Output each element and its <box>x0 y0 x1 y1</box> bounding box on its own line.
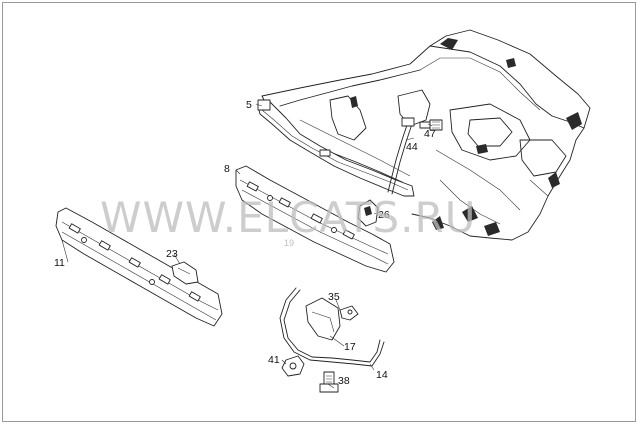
callout-11: 11 <box>54 257 65 269</box>
diagram-frame <box>2 2 636 422</box>
part-23-clip <box>171 261 199 285</box>
part-17-bracket <box>305 297 341 341</box>
part-47-bolt <box>419 119 443 131</box>
callout-23: 23 <box>166 248 178 260</box>
callout-labels: 5 47 44 8 26 23 11 35 17 41 38 14 <box>54 99 436 387</box>
callout-26: 26 <box>378 209 390 221</box>
callout-8: 8 <box>224 163 230 175</box>
callout-17: 17 <box>344 341 356 353</box>
part-11-bumper-reinforcement <box>55 207 223 327</box>
leader-lines <box>61 103 433 389</box>
callout-47: 47 <box>424 128 436 140</box>
part-8-bumper-carrier <box>235 165 395 273</box>
callout-5: 5 <box>246 99 252 111</box>
part-41-nut <box>281 355 305 377</box>
callout-41: 41 <box>268 354 280 366</box>
callout-14: 14 <box>376 369 388 381</box>
part-44-strut <box>387 117 415 195</box>
watermark: WWW.ELCATS.RU 19 <box>100 193 476 248</box>
part-35-bolt <box>339 305 359 321</box>
part-38-bolt <box>319 371 339 393</box>
callout-44: 44 <box>406 141 418 153</box>
part-5-upper-crossmember <box>257 99 415 197</box>
watermark-subtext: 19 <box>284 238 294 248</box>
part-26-bracket <box>357 199 379 227</box>
car-body-illustration <box>261 29 591 241</box>
callout-35: 35 <box>328 291 340 303</box>
part-14-support-rod <box>279 287 385 367</box>
callout-38: 38 <box>338 375 350 387</box>
watermark-text: WWW.ELCATS.RU <box>100 193 476 242</box>
